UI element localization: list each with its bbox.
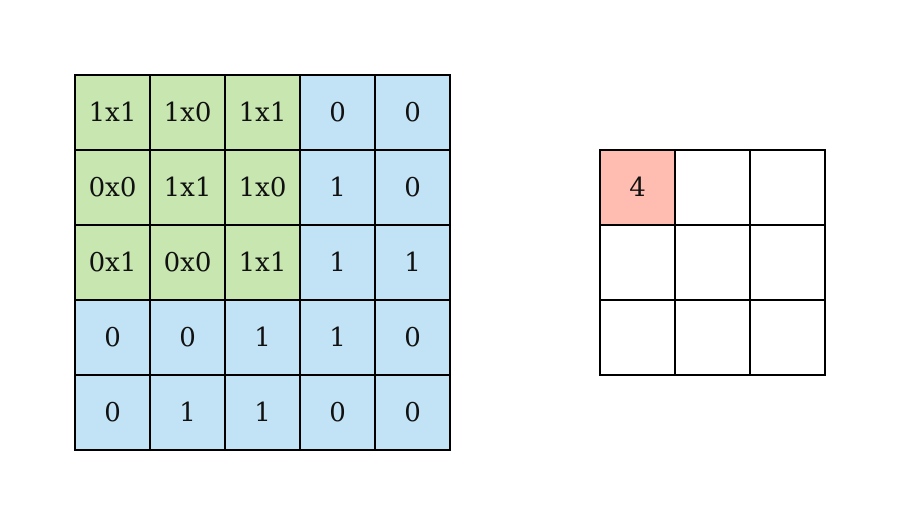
output-cell	[676, 301, 751, 376]
output-cell	[751, 301, 826, 376]
kernel-overlap-cell: 1x1	[226, 226, 301, 301]
output-cell	[751, 226, 826, 301]
input-cell: 1	[376, 226, 451, 301]
kernel-overlap-cell: 1x0	[226, 151, 301, 226]
input-cell: 1	[226, 301, 301, 376]
output-cell	[751, 151, 826, 226]
output-cell	[676, 226, 751, 301]
kernel-overlap-cell: 0x1	[76, 226, 151, 301]
input-cell: 0	[76, 301, 151, 376]
input-cell: 1	[301, 151, 376, 226]
kernel-overlap-cell: 1x1	[226, 76, 301, 151]
output-cell	[601, 301, 676, 376]
input-cell: 1	[301, 301, 376, 376]
kernel-overlap-cell: 0x0	[151, 226, 226, 301]
input-cell: 0	[151, 301, 226, 376]
input-cell: 0	[376, 151, 451, 226]
kernel-overlap-cell: 1x1	[151, 151, 226, 226]
output-cell-current: 4	[601, 151, 676, 226]
kernel-overlap-cell: 0x0	[76, 151, 151, 226]
output-cell	[601, 226, 676, 301]
input-cell: 1	[151, 376, 226, 451]
output-cell	[676, 151, 751, 226]
input-cell: 0	[301, 376, 376, 451]
input-cell: 0	[301, 76, 376, 151]
input-cell: 1	[226, 376, 301, 451]
kernel-overlap-cell: 1x1	[76, 76, 151, 151]
kernel-overlap-cell: 1x0	[151, 76, 226, 151]
output-feature-map: 4	[599, 149, 826, 376]
input-cell: 0	[376, 376, 451, 451]
input-cell: 0	[76, 376, 151, 451]
input-cell: 0	[376, 301, 451, 376]
input-cell: 1	[301, 226, 376, 301]
input-cell: 0	[376, 76, 451, 151]
